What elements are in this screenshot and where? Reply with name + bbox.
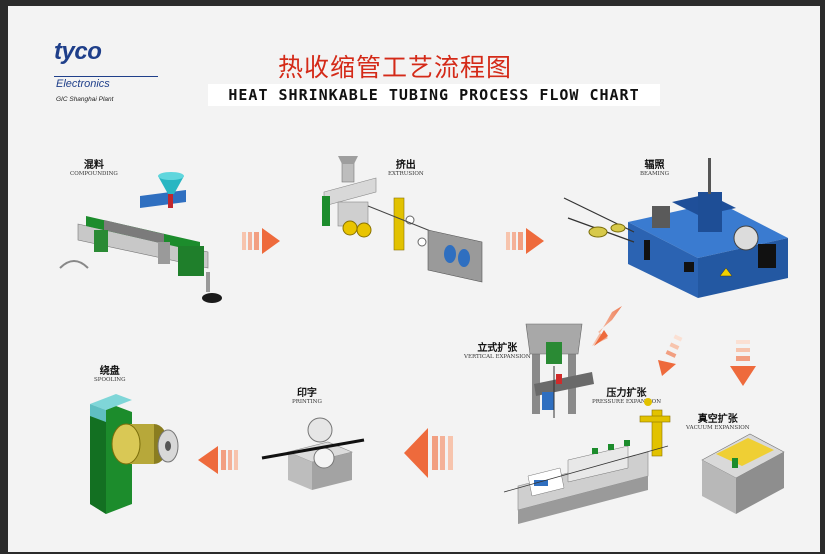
step-label-cn: 真空扩张 <box>697 414 738 425</box>
step-vertical-expansion-label: 立式扩张 VERTICAL EXPANSION <box>464 339 531 360</box>
step-label-cn: 挤出 <box>395 160 416 171</box>
logo-divider <box>54 76 158 77</box>
chart-title-chinese: 热收缩管工艺流程图 <box>278 53 513 82</box>
plant-name: GIC Shanghai Plant <box>56 96 114 103</box>
step-label-en: PRINTING <box>292 399 322 405</box>
company-logo: tyco Electronics GIC Shanghai Plant <box>54 38 158 103</box>
logo-wordmark: tyco <box>54 38 102 65</box>
process-illustrations <box>59 156 788 524</box>
step-label-cn: 绕盘 <box>99 366 120 377</box>
arrow-printing-to-spooling <box>198 446 238 474</box>
step-label-en: SPOOLING <box>94 377 126 383</box>
step-label-en: BEAMING <box>640 171 670 177</box>
compounding-machine-icon <box>59 172 222 303</box>
step-pressure-expansion-label: 压力扩张 PRESSURE EXPANSION <box>592 384 661 405</box>
step-label-en: VACUUM EXPANSION <box>686 425 750 431</box>
vacuum-expansion-machine-icon <box>701 433 785 514</box>
flow-chart-canvas: tyco Electronics GIC Shanghai Plant 热收缩管… <box>8 6 820 552</box>
step-extrusion-label: 挤出 EXTRUSION <box>388 156 424 177</box>
arrow-to-pressure-expansion <box>658 334 683 376</box>
step-label-cn: 混料 <box>83 160 104 171</box>
step-spooling-label: 绕盘 SPOOLING <box>94 362 126 383</box>
step-label-cn: 辐照 <box>644 160 665 171</box>
extrusion-machine-icon <box>322 156 483 283</box>
pressure-expansion-machine-icon <box>503 398 671 524</box>
step-vacuum-expansion-label: 真空扩张 VACUUM EXPANSION <box>686 410 750 431</box>
step-label-en: EXTRUSION <box>388 171 424 177</box>
step-printing-label: 印字 PRINTING <box>292 384 322 405</box>
arrow-extrusion-to-beaming <box>506 228 544 254</box>
logo-subtitle: Electronics <box>56 78 110 90</box>
spooling-machine-icon <box>90 394 179 514</box>
step-beaming-label: 辐照 BEAMING <box>640 156 669 177</box>
step-label-en: PRESSURE EXPANSION <box>592 399 662 405</box>
step-label-cn: 印字 <box>296 388 317 399</box>
arrow-to-vertical-expansion <box>592 306 622 346</box>
step-compounding-label: 混料 COMPOUNDING <box>70 156 118 177</box>
step-label-cn: 立式扩张 <box>477 343 518 354</box>
printing-machine-icon <box>261 417 365 490</box>
vertical-expansion-machine-icon <box>525 323 594 418</box>
step-label-en: COMPOUNDING <box>70 171 118 177</box>
arrow-to-vacuum-expansion <box>730 340 756 386</box>
chart-title-english: HEAT SHRINKABLE TUBING PROCESS FLOW CHAR… <box>208 84 660 106</box>
beaming-machine-icon <box>563 158 788 298</box>
step-label-en: VERTICAL EXPANSION <box>464 354 531 360</box>
arrow-compounding-to-extrusion <box>242 228 280 254</box>
arrow-expansion-to-printing <box>404 428 453 478</box>
step-label-cn: 压力扩张 <box>606 388 647 399</box>
